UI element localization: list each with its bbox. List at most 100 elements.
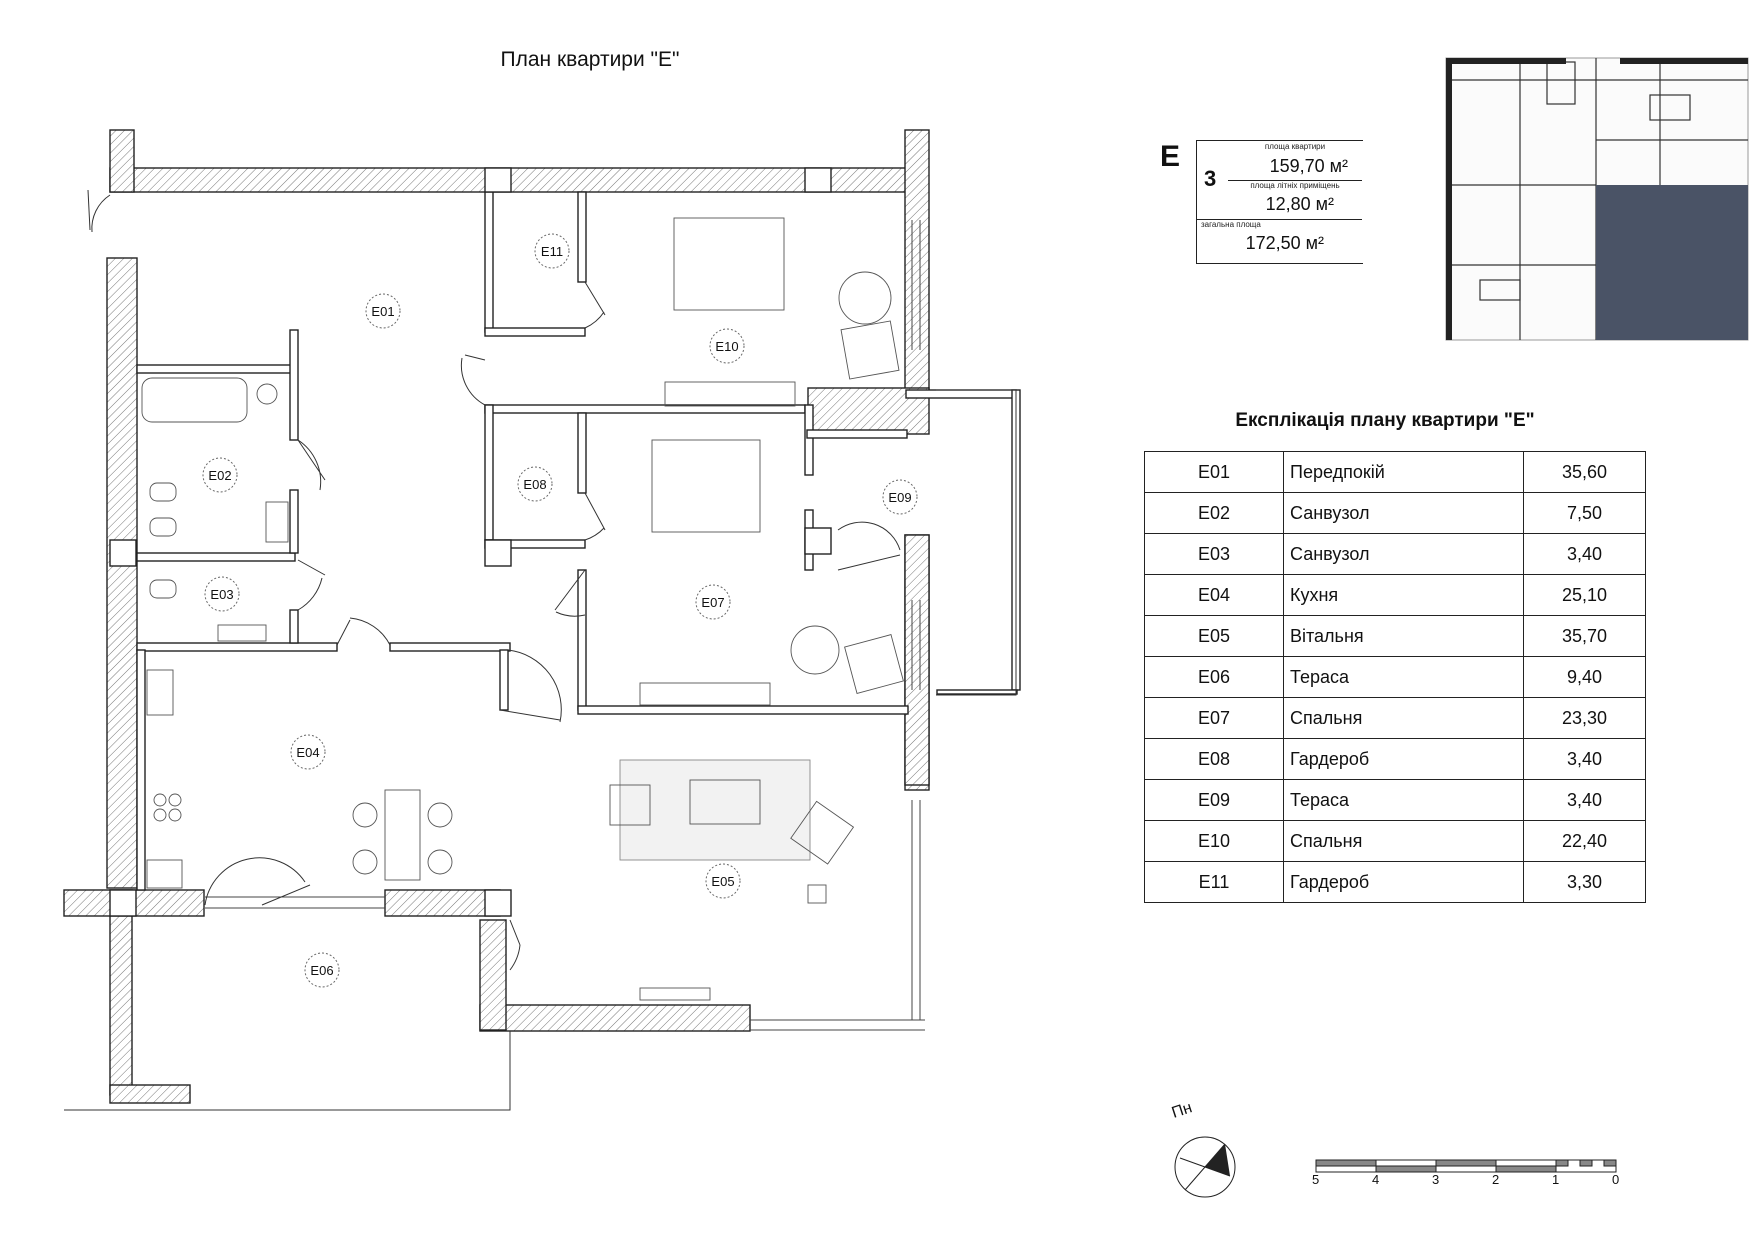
room-code: E03 [1144,533,1284,575]
room-area: 3,40 [1523,533,1646,575]
plan-title: План квартири "E" [500,48,680,71]
room-code: E01 [1144,451,1284,493]
room-e09: E09 [882,479,918,515]
svg-text:E10: E10 [715,339,738,354]
room-name: Тераса [1283,779,1524,821]
svg-text:E06: E06 [310,963,333,978]
scale-tick-label: 3 [1432,1172,1440,1187]
floor-number: 3 [1204,166,1217,191]
area-divider [1228,180,1362,181]
terrace-bottom-left [109,1084,191,1104]
room-code: E08 [1144,738,1284,780]
room-area: 25,10 [1523,574,1646,616]
walls [63,129,930,1104]
right-wall-upper [904,129,930,391]
doors [87,189,901,971]
room-name: Спальня [1283,820,1524,862]
room-name: Спальня [1283,697,1524,739]
windows [205,220,925,1031]
room-e06: E06 [304,952,340,988]
room-area: 3,40 [1523,779,1646,821]
kitchen-sink [146,669,174,716]
room-area: 35,70 [1523,615,1646,657]
apartment-area-value: 159,70 м² [1269,156,1348,176]
room-name: Санвузол [1283,533,1524,575]
scale-tick-label: 4 [1372,1172,1380,1187]
room-code: E10 [1144,820,1284,862]
svg-text:E01: E01 [371,304,394,319]
room-e10: E10 [709,328,745,364]
svg-text:E05: E05 [711,874,734,889]
room-name: Передпокій [1283,451,1524,493]
compass-icon [1174,1136,1236,1198]
left-wall [106,257,138,889]
room-code: E05 [1144,615,1284,657]
room-e03: E03 [204,576,240,612]
area-divider [1196,219,1362,220]
columns [109,167,832,917]
svg-text:E11: E11 [541,244,563,259]
furniture [141,217,904,1001]
svg-text:E03: E03 [210,587,233,602]
room-area: 3,40 [1523,738,1646,780]
room-code: E07 [1144,697,1284,739]
room-code: E02 [1144,492,1284,534]
room-e05: E05 [705,863,741,899]
island [384,789,421,881]
bed-e07 [651,439,761,533]
room-e04: E04 [290,734,326,770]
room-code: E09 [1144,779,1284,821]
summer-area-caption: площа літніх приміщень [1250,181,1340,190]
room-name: Гардероб [1283,738,1524,780]
area-summary-box [1196,140,1363,264]
apartment-letter: E [1160,140,1181,173]
room-e07: E07 [695,584,731,620]
toilet-e03 [149,579,177,599]
rug [619,759,811,861]
summer-area-value: 12,80 м² [1265,194,1334,214]
room-name: Вітальня [1283,615,1524,657]
room-labels: E01 E02 E03 E04 E05 E06 E07 E08 E09 E10 … [202,233,918,988]
svg-text:E04: E04 [296,745,319,760]
room-code: E06 [1144,656,1284,698]
scale-tick-label: 5 [1312,1172,1320,1187]
room-area: 35,60 [1523,451,1646,493]
scale-tick-label: 2 [1492,1172,1500,1187]
svg-text:E02: E02 [208,468,231,483]
svg-text:E09: E09 [888,490,911,505]
bedroom7-wall-right [904,534,930,786]
scale-tick-label: 0 [1612,1172,1620,1187]
top-wall [109,167,926,193]
living-bottom-wall [479,1004,751,1032]
apartment-highlight [1596,185,1748,340]
explication-title: Експлікація плану квартири "E" [1235,410,1535,431]
room-e01: E01 [365,293,401,329]
scale-bar [1315,1159,1617,1173]
left-wall-stub [109,129,135,193]
scale-tick-label: 1 [1552,1172,1560,1187]
interior-walls [136,191,1021,891]
room-area: 22,40 [1523,820,1646,862]
terraces [64,389,1017,1111]
room-area: 3,30 [1523,861,1646,903]
room-e11: E11 [534,233,570,269]
total-area-value: 172,50 м² [1245,233,1324,253]
room-name: Санвузол [1283,492,1524,534]
lower-mid-stub [384,889,501,917]
svg-text:E08: E08 [523,477,546,492]
room-area: 7,50 [1523,492,1646,534]
living-wall-left [479,919,507,1031]
room-name: Гардероб [1283,861,1524,903]
bathtub [141,377,248,423]
apartment-area-caption: площа квартири [1264,142,1326,151]
room-e02: E02 [202,457,238,493]
